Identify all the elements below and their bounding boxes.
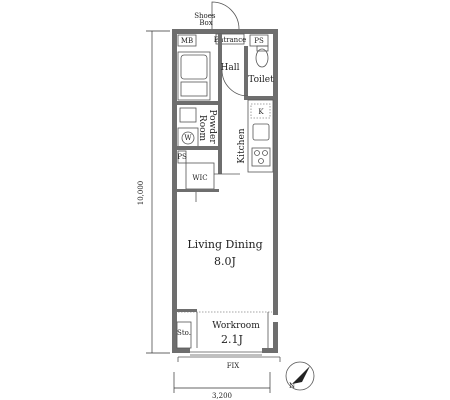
- living-dining-room: Living Dining 8.0J: [187, 238, 262, 268]
- hall-label: Hall: [221, 63, 240, 73]
- toilet-wall: [244, 96, 273, 100]
- fix-label: FIX: [227, 362, 240, 370]
- bath-wall: [177, 101, 222, 105]
- stove-icon: [251, 147, 271, 167]
- height-dimension: 10,000: [137, 30, 170, 354]
- ps-top-label: PS: [254, 37, 264, 45]
- compass-icon: N: [285, 361, 315, 391]
- k-label: K: [258, 108, 264, 116]
- toilet-room: Toilet: [221, 45, 274, 97]
- sink-icon: [252, 123, 270, 141]
- entrance-door: Entrance Shoes Box: [194, 1, 247, 45]
- window-fix: FIX: [177, 351, 281, 370]
- workroom: Sto. Workroom 2.1J: [176, 309, 272, 349]
- sto-label: Sto.: [177, 329, 191, 337]
- height-dimension-label: 10,000: [137, 181, 145, 206]
- entrance-label: Entrance: [214, 36, 247, 44]
- powder-room: W Powder Room: [177, 107, 217, 149]
- wic-area: PS WIC: [177, 146, 240, 202]
- w-label: W: [184, 134, 192, 142]
- ps-left-label: PS: [177, 153, 187, 161]
- workroom-label: Workroom: [212, 321, 260, 331]
- bathtub: [177, 51, 211, 101]
- center-wall: [218, 34, 222, 174]
- mb-box: [177, 34, 197, 47]
- compass-label: N: [289, 382, 295, 390]
- fridge-space: [250, 103, 271, 119]
- mb-label: MB: [181, 37, 193, 45]
- width-dimension-label: 3,200: [212, 392, 232, 400]
- kitchen-label: Kitchen: [237, 128, 247, 163]
- shoes-box-label: Shoes Box: [194, 12, 218, 27]
- powder-room-label: Powder Room: [197, 109, 217, 146]
- living-dining-label: Living Dining: [187, 238, 262, 251]
- toilet-label: Toilet: [248, 75, 274, 85]
- workroom-size: 2.1J: [221, 333, 243, 346]
- kitchen-area: K Kitchen: [237, 99, 274, 173]
- outer-walls: [172, 29, 278, 353]
- wic-label: WIC: [192, 174, 207, 182]
- width-dimension: 3,200: [173, 372, 271, 400]
- living-dining-size: 8.0J: [214, 255, 236, 268]
